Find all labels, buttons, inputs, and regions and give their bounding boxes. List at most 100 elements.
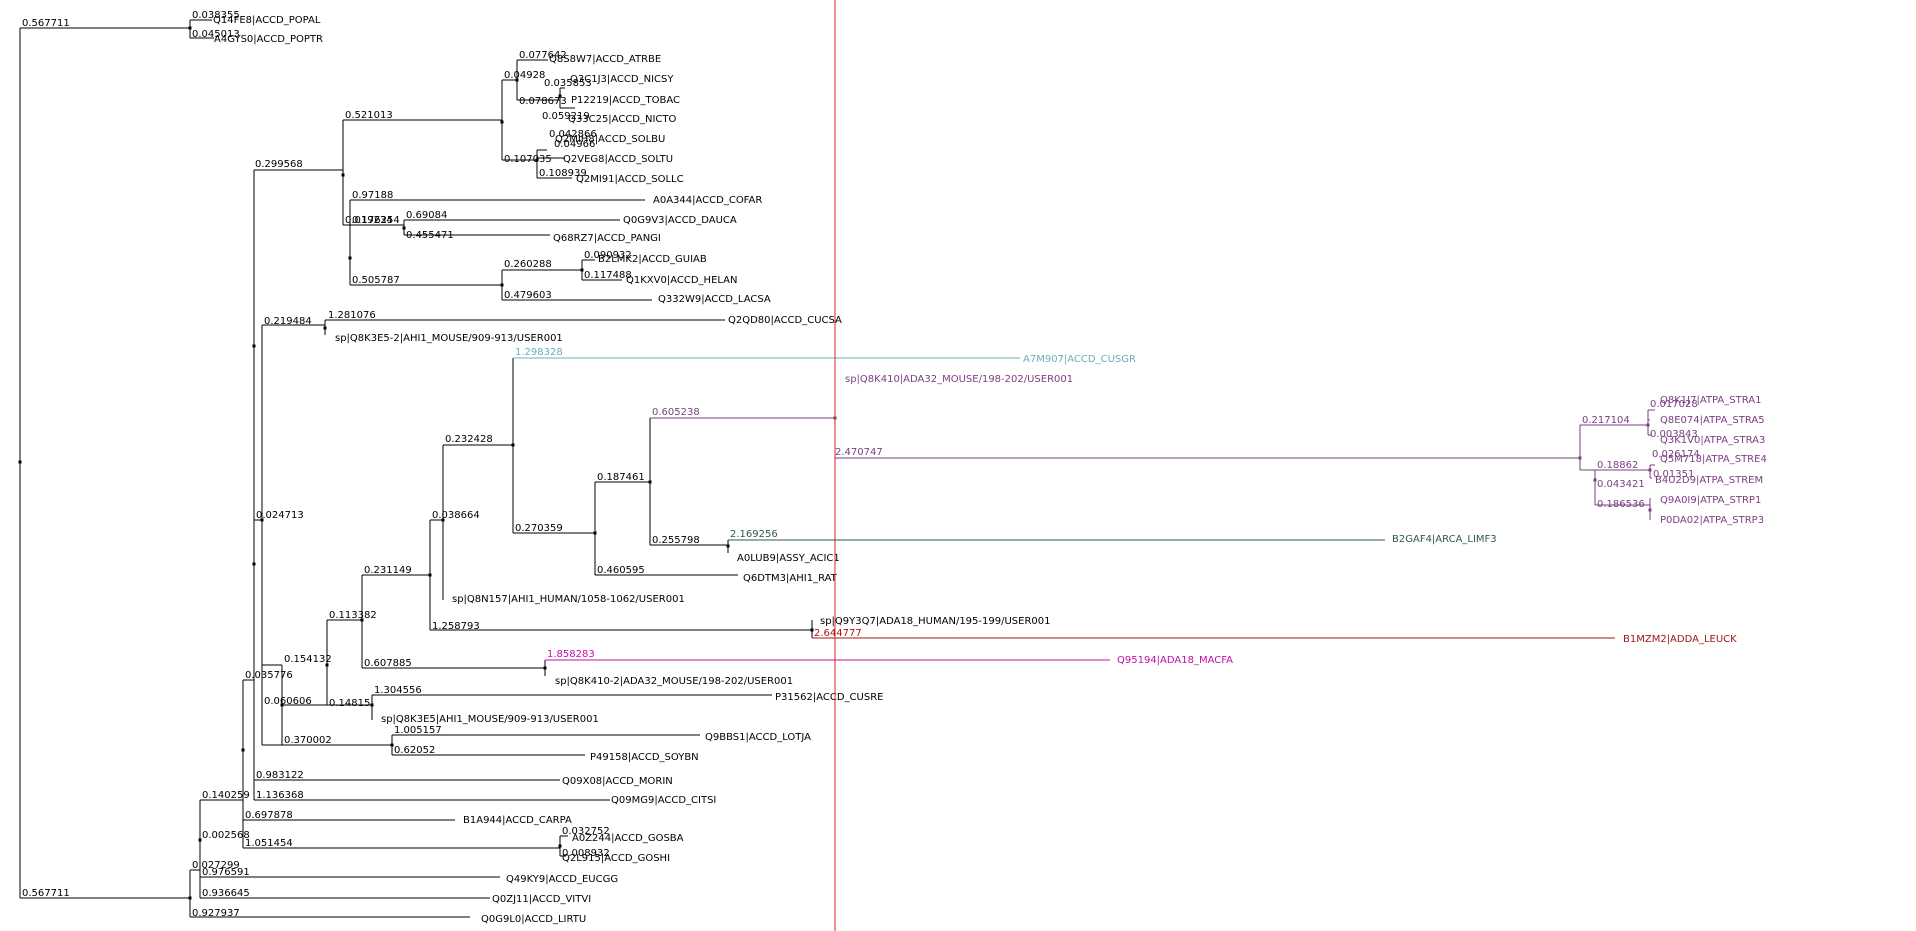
tree-node[interactable]: [593, 531, 597, 535]
leaf-q5m718-label[interactable]: Q5M718|ATPA_STRE4: [1660, 454, 1767, 465]
tree-node[interactable]: [370, 703, 374, 707]
leaf-q1kxv0-label[interactable]: Q1KXV0|ACCD_HELAN: [626, 275, 738, 286]
leaf-sp-q8k410-2-label[interactable]: sp|Q8K410-2|ADA32_MOUSE/198-202/USER001: [555, 676, 793, 687]
bl-solanum-clade-branch-length: 0.107035: [504, 154, 552, 165]
leaf-a7m907-label[interactable]: A7M907|ACCD_CUSGR: [1023, 354, 1136, 365]
leaf-q09mg9-label[interactable]: Q09MG9|ACCD_CITSI: [611, 795, 716, 806]
leaf-b4u2d9-label[interactable]: B4U2D9|ATPA_STREM: [1655, 475, 1763, 486]
tree-node[interactable]: [500, 120, 504, 124]
leaf-q2mi91-label[interactable]: Q2MI91|ACCD_SOLLC: [576, 174, 684, 185]
leaf-q332w9-label[interactable]: Q332W9|ACCD_LACSA: [658, 294, 771, 305]
tree-node[interactable]: [252, 344, 256, 348]
tree-node[interactable]: [18, 460, 22, 464]
leaf-q2l915-label[interactable]: Q2L915|ACCD_GOSHI: [562, 853, 670, 864]
leaf-q68rz7-label[interactable]: Q68RZ7|ACCD_PANGI: [553, 233, 661, 244]
leaf-q8e074-label[interactable]: Q8E074|ATPA_STRA5: [1660, 415, 1765, 426]
leaf-a4gys0-label[interactable]: A4GYS0|ACCD_POPTR: [214, 34, 323, 45]
tree-node[interactable]: [188, 896, 192, 900]
leaf-q0zj11-label[interactable]: Q0ZJ11|ACCD_VITVI: [492, 894, 591, 905]
tree-node[interactable]: [325, 663, 329, 667]
leaf-q3k1v0-label[interactable]: Q3K1V0|ATPA_STRA3: [1660, 435, 1765, 446]
tree-node[interactable]: [341, 173, 345, 177]
leaf-q09x08-label[interactable]: Q09X08|ACCD_MORIN: [562, 776, 673, 787]
leaf-q8k1j7-label[interactable]: Q8K1J7|ATPA_STRA1: [1660, 395, 1761, 406]
leaf-q6dtm3-branch-length: 0.460595: [597, 565, 645, 576]
tree-node[interactable]: [1648, 468, 1652, 472]
leaf-q2mi91-branch-length: 0.108939: [539, 168, 587, 179]
leaf-q2qd80-branch-length: 1.281076: [328, 310, 376, 321]
leaf-sp-q8k410-label[interactable]: sp|Q8K410|ADA32_MOUSE/198-202/USER001: [845, 374, 1073, 385]
leaf-q0g9v3-label[interactable]: Q0G9V3|ACCD_DAUCA: [623, 215, 737, 226]
bl-mid-clade-branch-length: 0.270359: [515, 523, 563, 534]
tree-node[interactable]: [1646, 423, 1650, 427]
leaf-q14fe8-label[interactable]: Q14FE8|ACCD_POPAL: [213, 15, 321, 26]
leaf-b2gaf4-label[interactable]: B2GAF4|ARCA_LIMF3: [1392, 534, 1497, 545]
bl-fabaceae-branch-length: 0.370002: [284, 735, 332, 746]
leaf-b2lmk2-label[interactable]: B2LMK2|ACCD_GUIAB: [598, 254, 707, 265]
tree-node[interactable]: [558, 844, 562, 848]
leaf-b2lmk2-branch-length: 0.090932: [584, 250, 632, 261]
tree-node[interactable]: [543, 666, 547, 670]
bl-core-c-branch-length: 0.027299: [192, 860, 240, 871]
tree-node[interactable]: [1578, 456, 1582, 460]
leaf-q8s8w7-branch-length: 0.077642: [519, 50, 567, 61]
bl-strep-d-branch-length: 0.186536: [1597, 499, 1645, 510]
tree-node[interactable]: [323, 326, 327, 330]
leaf-p31562-label[interactable]: P31562|ACCD_CUSRE: [775, 692, 883, 703]
leaf-p49158-label[interactable]: P49158|ACCD_SOYBN: [590, 752, 699, 763]
leaf-q9bbs1-label[interactable]: Q9BBS1|ACCD_LOTJA: [705, 732, 811, 743]
leaf-p12219-label[interactable]: P12219|ACCD_TOBAC: [571, 95, 680, 106]
leaf-q6dtm3-label[interactable]: Q6DTM3|AHI1_RAT: [743, 573, 838, 584]
leaf-p0da02-label[interactable]: P0DA02|ATPA_STRP3: [1660, 515, 1764, 526]
tree-node[interactable]: [515, 78, 519, 82]
tree-node[interactable]: [348, 256, 352, 260]
leaf-sp-q8k3e5-label[interactable]: sp|Q8K3E5|AHI1_MOUSE/909-913/USER001: [381, 714, 599, 725]
tree-node[interactable]: [535, 158, 539, 162]
leaf-q49ky9-branch-length: 0.976591: [202, 867, 250, 878]
tree-node[interactable]: [188, 26, 192, 30]
tree-node[interactable]: [252, 562, 256, 566]
tree-node[interactable]: [1593, 478, 1597, 482]
leaf-q33c25-label[interactable]: Q33C25|ACCD_NICTO: [568, 114, 677, 125]
leaf-sp-q8k3e5-2-label[interactable]: sp|Q8K3E5-2|AHI1_MOUSE/909-913/USER001: [335, 333, 563, 344]
bl-cusgr-clade-branch-length: 0.232428: [445, 434, 493, 445]
bl-rosids-branch-length: 0.024713: [256, 510, 304, 521]
leaf-q49ky9-label[interactable]: Q49KY9|ACCD_EUCGG: [506, 874, 618, 885]
bl-macfa-clade-branch-length: 0.607885: [364, 658, 412, 669]
bl-core-b-branch-length: 0.002568: [202, 830, 250, 841]
leaf-b1mzm2-label[interactable]: B1MZM2|ADDA_LEUCK: [1623, 634, 1737, 645]
tree-node[interactable]: [500, 283, 504, 287]
leaf-q9a0i9-label[interactable]: Q9A0I9|ATPA_STRP1: [1660, 495, 1761, 506]
leaf-q2qd80-label[interactable]: Q2QD80|ACCD_CUCSA: [728, 315, 842, 326]
leaf-q2l915-branch-length: 0.008932: [562, 848, 610, 859]
leaf-a0a344-label[interactable]: A0A344|ACCD_COFAR: [653, 195, 762, 206]
leaf-a0a344-branch-length: 0.97188: [352, 190, 393, 201]
leaf-b1a944-label[interactable]: B1A944|ACCD_CARPA: [463, 815, 572, 826]
tree-node[interactable]: [402, 226, 406, 230]
leaf-q95194-label[interactable]: Q95194|ADA18_MACFA: [1117, 655, 1233, 666]
leaf-sp-q9y3q7-label[interactable]: sp|Q9Y3Q7|ADA18_HUMAN/195-199/USER001: [820, 616, 1051, 627]
bl-guiab-helan-branch-length: 0.260288: [504, 259, 552, 270]
leaf-q68rz7-branch-length: 0.455471: [406, 230, 454, 241]
leaf-q2mih8-branch-length: 0.042866: [549, 129, 597, 140]
tree-node[interactable]: [558, 94, 562, 98]
tree-node[interactable]: [580, 268, 584, 272]
leaf-q3c1j3-label[interactable]: Q3C1J3|ACCD_NICSY: [570, 74, 674, 85]
leaf-a0lub9-label[interactable]: A0LUB9|ASSY_ACIC1: [737, 553, 840, 564]
tree-node[interactable]: [198, 838, 202, 842]
leaf-a0z244-label[interactable]: A0Z244|ACCD_GOSBA: [572, 833, 684, 844]
tree-node[interactable]: [1648, 508, 1652, 512]
leaf-q2veg8-label[interactable]: Q2VEG8|ACCD_SOLTU: [563, 154, 673, 165]
leaf-q2mih8-label[interactable]: Q2MIH8|ACCD_SOLBU: [555, 134, 665, 145]
leaf-a4gys0-branch-length: 0.045013: [192, 29, 240, 40]
tree-node[interactable]: [390, 743, 394, 747]
leaf-q8s8w7-label[interactable]: Q8S8W7|ACCD_ATRBE: [549, 54, 661, 65]
tree-node[interactable]: [241, 748, 245, 752]
leaf-sp-q8n157-label[interactable]: sp|Q8N157|AHI1_HUMAN/1058-1062/USER001: [452, 594, 685, 605]
leaf-q0g9l0-label[interactable]: Q0G9L0|ACCD_LIRTU: [481, 914, 586, 925]
tree-node[interactable]: [726, 544, 730, 548]
root-branch-top-length: 0.567711: [22, 18, 70, 29]
bl-fabids-branch-length: 0.154132: [284, 654, 332, 665]
tree-node[interactable]: [810, 628, 814, 632]
